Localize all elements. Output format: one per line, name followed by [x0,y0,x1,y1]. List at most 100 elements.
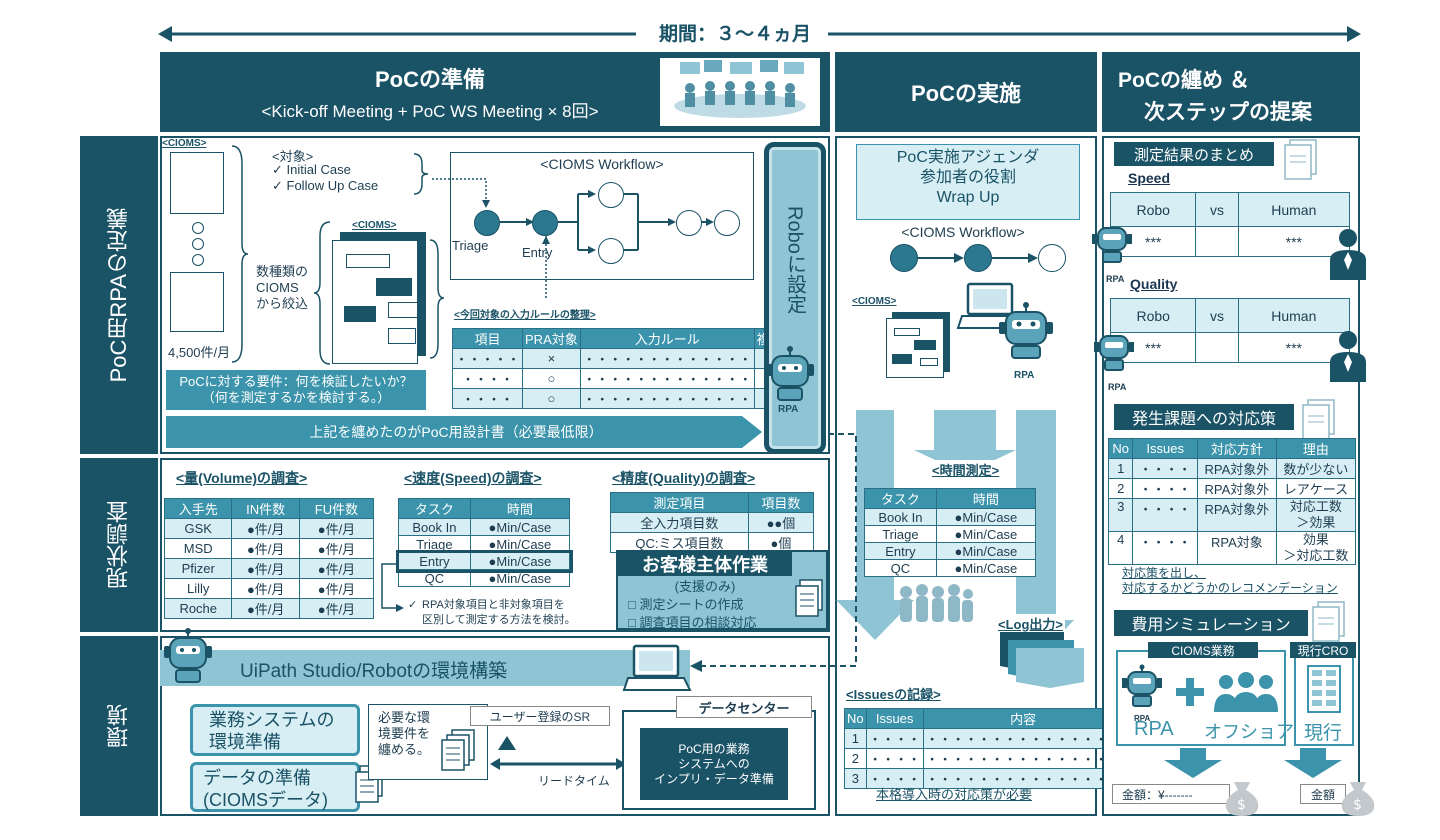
checkbox-icon: □ [628,597,640,612]
period-arrow [158,26,1361,42]
cost-doc-icon [1312,601,1345,642]
time-title: <時間測定> [930,460,1002,479]
ir-cell: レアケース [1275,478,1357,499]
target-initial: ✓ Initial Case [272,162,351,178]
cost-rpa-label: RPA [1134,718,1174,740]
spd-cell: ●Min/Case [469,569,571,587]
check-icon: ✓ [272,162,287,177]
exec-wf-node-2 [964,244,992,272]
customer-work-title: お客様主体作業 [618,552,792,576]
ir-h2: 対応方針 [1196,438,1277,459]
row-label-survey-text: 現状調査 [106,501,131,589]
speed-table: タスク時間 Book In●Min/Case Triage●Min/Case E… [395,498,573,587]
summary-rpa-1: RPA [1106,274,1125,284]
spd-cell: Triage [398,535,471,553]
agenda-l1: PoC実施アジェンダ [896,149,1040,166]
leadtime-arrow [490,758,626,770]
iss-cell: 3 [844,768,867,789]
data-prep-l2: (CIOMSデータ) [203,790,328,810]
exec-rpa-label: RPA [1014,370,1035,381]
vol-cell: ●件/月 [298,538,375,559]
vol-cell: ●件/月 [231,578,300,599]
dc-impl-l3: インプリ・データ準備 [654,771,774,786]
cioms-tag-2: <CIOMS> [352,220,397,231]
vol-cell: Pfizer [163,558,233,579]
iss-cell: ・・・・・・・・・・・・・・・ [922,768,1124,789]
vol-title: <量(Volume)の調査> [176,470,308,486]
robot-rpa-label: RPA [778,404,799,415]
vol-cell: MSD [163,538,233,559]
recommend-text: 対応策を出し、対応するかどうかのレコメンデーション [1122,566,1338,596]
row-label-env-text: 環境 [106,704,131,748]
dc-impl-l2: システムへの [678,756,750,771]
robot-icon [766,346,814,401]
iss-cell: ・・・・・・・・・・・・・・・ [922,728,1124,749]
req-l1: PoCに対する要件：何を検証したいか？ [179,374,413,389]
cioms-biz-label: CIOMS業務 [1148,642,1258,658]
time-cell: Triage [864,525,937,543]
datacenter-impl: PoC用の業務システムへのインプリ・データ準備 [640,728,788,800]
datacenter-label: データセンター [676,696,812,718]
issue-resp-title: 発生課題への対応策 [1114,404,1294,430]
spd-h0: タスク [398,498,471,519]
cioms-form [332,232,426,364]
ir-h1: Issues [1132,438,1198,459]
data-prep-box: データの準備(CIOMSデータ) [190,762,360,812]
summary-header: PoCの纏め ＆ 次ステップの提案 [1102,52,1360,132]
prep-title: PoCの準備 [374,67,485,92]
need-label: 本格導入時の対応策が必要 [876,787,1033,802]
cur-cro-label: 現行CRO [1290,642,1356,658]
row-label-env: 環境 [80,636,158,816]
summary-robot-icon-1 [1092,227,1132,263]
plus-icon [1176,678,1204,706]
qa-h0: 測定項目 [610,492,749,513]
qa-cell: ●●個 [747,512,815,533]
vol-h0: 入手先 [163,498,233,519]
iss-cell: ・・・・ [865,728,924,749]
svg-text:$: $ [1353,797,1362,813]
exec-robot-icon [999,302,1053,359]
ir-cell: 4 [1107,531,1134,565]
sys-prep-l1: 業務システムの [209,710,335,730]
cost-arrows [1164,748,1342,778]
summary-title-2: 次ステップの提案 [1144,101,1312,124]
robo-setting-box [764,142,826,454]
rule-cell: × [522,348,581,369]
issues-title: <Issuesの記録> [846,687,941,702]
wf-node-entry [532,210,558,236]
design-arrow [166,416,762,448]
recommend-l1: 対応策を出し、 [1122,566,1207,580]
vol-h1: IN件数 [231,498,300,519]
ir-cell: 3 [1107,498,1134,532]
iss-h1: Issues [865,708,924,729]
ellipsis-dot-3 [192,254,204,266]
ir-h0: No [1107,438,1134,459]
ir-cell: RPA対象外 [1196,458,1277,479]
agenda-l3: Wrap Up [936,189,1000,206]
rule-cell: ・・・・・・・・・・・・・ [579,368,755,389]
ellipsis-dot-2 [192,238,204,250]
cmp-val [1195,226,1239,257]
workflow-title: <CIOMS Workflow> [540,156,664,172]
person-icon-1 [1330,229,1366,280]
ir-cell: ・・・・ [1132,531,1198,565]
exec-workflow-title: <CIOMS Workflow> [901,224,1025,240]
vol-cell: Roche [163,598,233,619]
recommend-l2: 対応するかどうかのレコメンデーション [1122,581,1338,595]
cmp-val [1195,332,1239,363]
log-title: <Log出力> [996,614,1066,633]
money-bag-icon-2: $ [1341,782,1375,816]
iss-h0: No [844,708,867,729]
ellipsis-dot-1 [192,222,204,234]
time-cell: ●Min/Case [935,542,1037,560]
workflow-diagram [432,178,714,300]
target-followup: ✓ Follow Up Case [272,178,378,194]
exec-wf-node-3 [1038,244,1066,272]
rule-cell: ○ [522,388,581,409]
leadtime-label: リードタイム [538,774,610,788]
rule-h0: 項目 [451,328,524,349]
ir-cell: ・・・・ [1132,458,1198,479]
summary-title-1: PoCの纏め ＆ [1118,69,1250,92]
quality-label: Quality [1130,276,1178,292]
qa-cell: ●個 [747,532,815,553]
